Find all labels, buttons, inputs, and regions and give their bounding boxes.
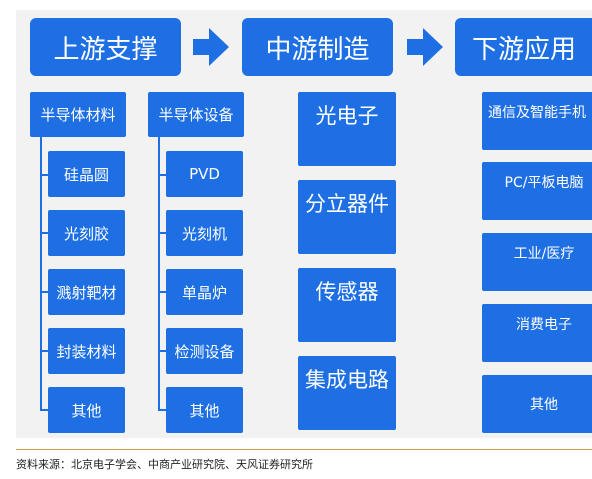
equipment-item: 其他 <box>166 387 243 433</box>
tree-connector-vertical <box>40 137 42 411</box>
midstream-item: 集成电路 <box>298 356 396 430</box>
material-item: 硅晶圆 <box>48 151 125 197</box>
tree-connector <box>40 409 48 411</box>
source-note: 资料来源：北京电子学会、中商产业研究院、天风证券研究所 <box>16 458 313 471</box>
arrow-right-icon <box>407 28 443 66</box>
tree-connector <box>158 350 166 352</box>
tree-connector <box>40 174 48 176</box>
downstream-item: PC/平板电脑 <box>482 162 592 220</box>
material-item: 封装材料 <box>48 328 125 374</box>
stage-midstream-header: 中游制造 <box>242 18 393 76</box>
tree-connector <box>158 409 166 411</box>
equipment-item: 检测设备 <box>166 328 243 374</box>
tree-connector <box>158 232 166 234</box>
downstream-item: 通信及智能手机 <box>482 92 592 150</box>
equipment-item: PVD <box>166 151 243 197</box>
tree-connector-vertical <box>158 137 160 411</box>
arrow-right-icon <box>193 28 229 66</box>
stage-upstream-header: 上游支撑 <box>30 18 181 76</box>
equipment-item: 单晶炉 <box>166 269 243 315</box>
category-equipment: 半导体设备 <box>148 92 244 137</box>
material-item: 其他 <box>48 387 125 433</box>
tree-connector <box>40 291 48 293</box>
tree-connector <box>40 350 48 352</box>
tree-connector <box>40 232 48 234</box>
downstream-item: 其他 <box>482 375 592 433</box>
equipment-item: 光刻机 <box>166 210 243 256</box>
material-item: 溅射靶材 <box>48 269 125 315</box>
midstream-item: 传感器 <box>298 268 396 342</box>
downstream-item: 工业/医疗 <box>482 233 592 291</box>
stage-downstream-header: 下游应用 <box>455 18 592 76</box>
midstream-item: 分立器件 <box>298 180 396 254</box>
category-materials: 半导体材料 <box>30 92 126 137</box>
source-divider <box>16 449 592 450</box>
downstream-item: 消费电子 <box>482 304 592 362</box>
midstream-item: 光电子 <box>298 92 396 166</box>
tree-connector <box>158 174 166 176</box>
tree-connector <box>158 291 166 293</box>
material-item: 光刻胶 <box>48 210 125 256</box>
